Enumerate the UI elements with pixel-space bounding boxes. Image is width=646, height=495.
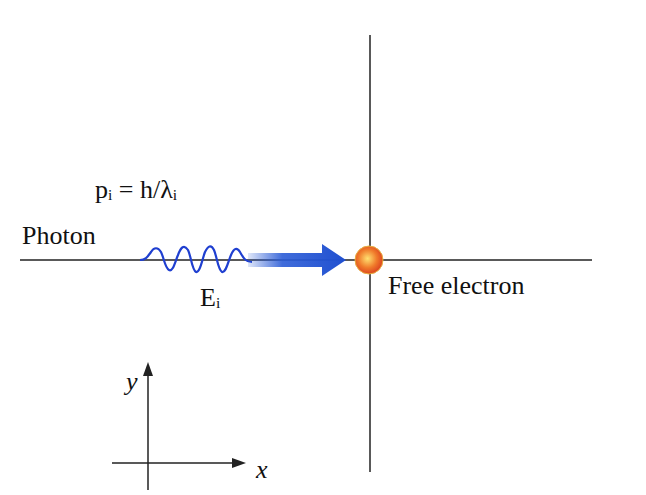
photon-wave bbox=[140, 246, 252, 272]
photon-label: Photon bbox=[20, 222, 98, 251]
momentum-label: pᵢ = h/λᵢ bbox=[95, 176, 177, 205]
y-arrowhead bbox=[143, 362, 153, 376]
x-axis-arrow bbox=[112, 462, 236, 464]
y-axis-label: y bbox=[126, 368, 138, 397]
electron-ball bbox=[355, 246, 383, 274]
electron-label: Free electron bbox=[388, 272, 524, 301]
x-axis-label: x bbox=[256, 456, 268, 485]
photon-arrow bbox=[248, 244, 346, 276]
x-arrowhead bbox=[232, 458, 246, 468]
y-axis-arrow bbox=[147, 372, 149, 490]
energy-label: Eᵢ bbox=[200, 284, 220, 313]
